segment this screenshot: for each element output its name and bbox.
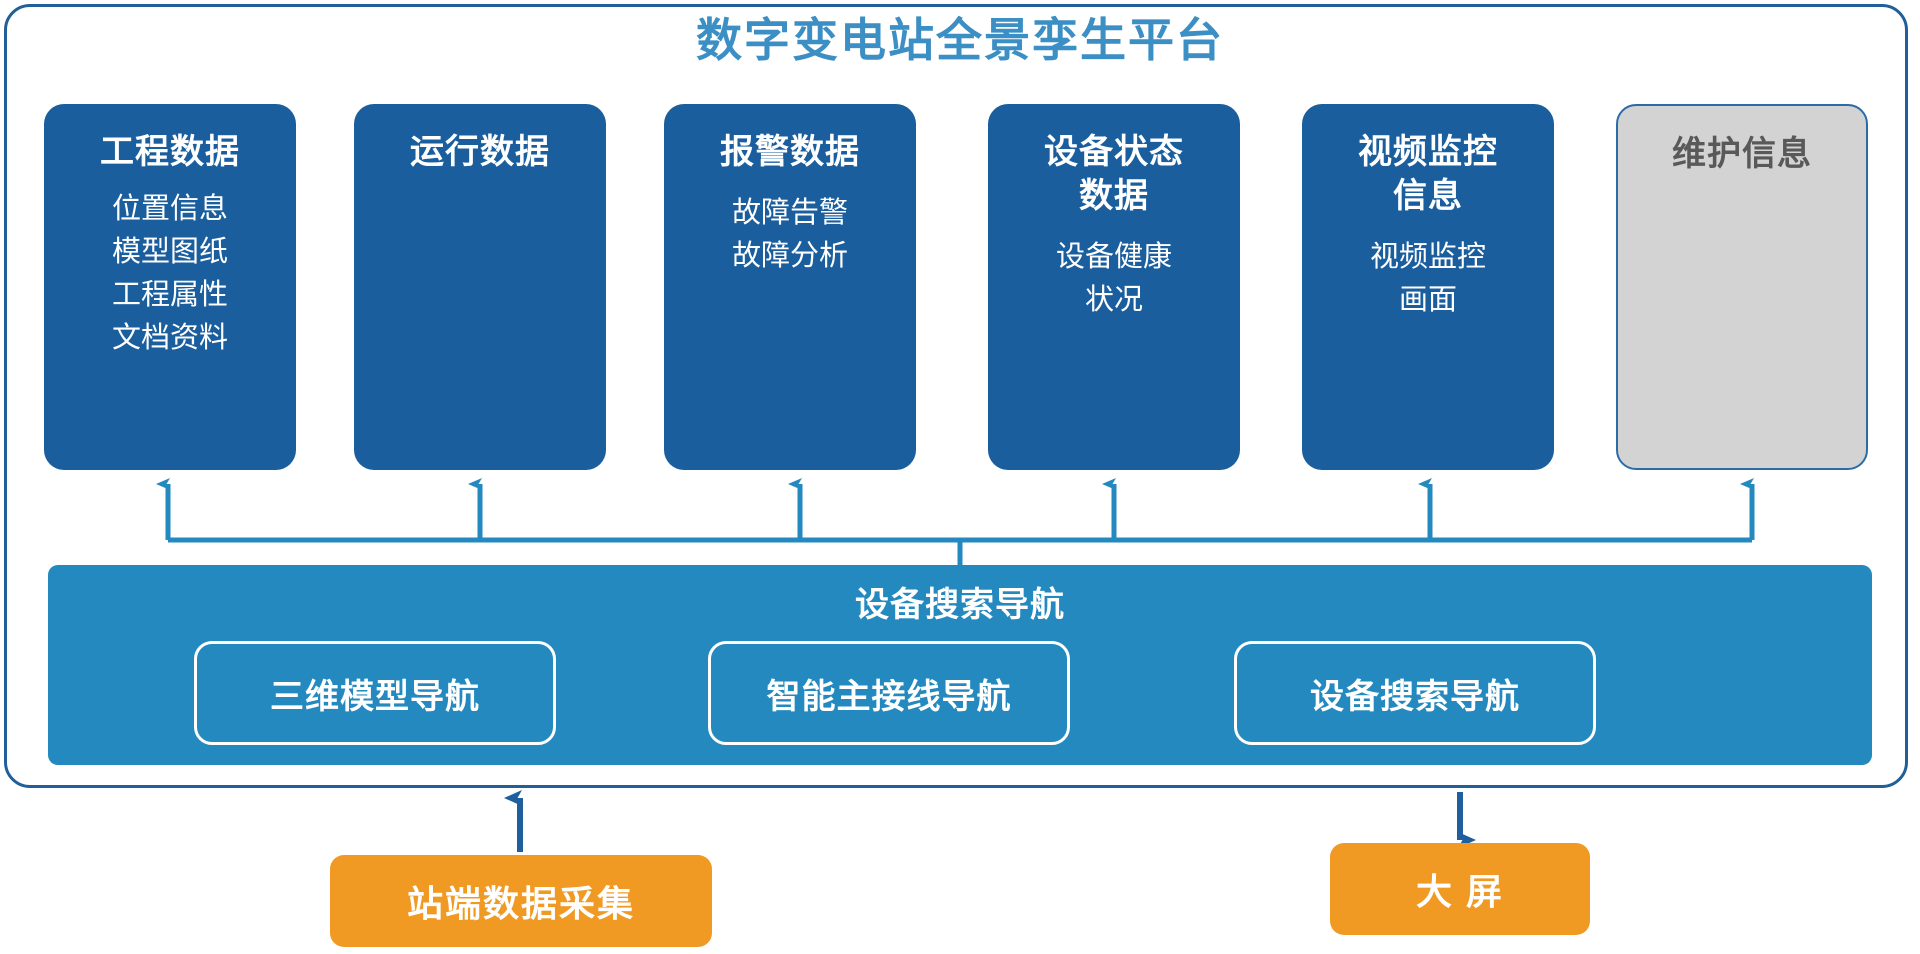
card-item-list: 视频监控 画面 — [1370, 236, 1486, 322]
card-item: 画面 — [1398, 284, 1457, 316]
card-item: 位置信息 — [111, 193, 228, 225]
card-item: 故障告警 — [731, 197, 848, 229]
card-operation-data[interactable]: 运行数据 — [354, 104, 606, 470]
card-alarm-data[interactable]: 报警数据 故障告警 故障分析 — [664, 104, 916, 470]
card-video-surveillance-info[interactable]: 视频监控 信息 视频监控 画面 — [1302, 104, 1554, 470]
card-title: 视频监控 信息 — [1358, 133, 1498, 215]
card-maintenance-info[interactable]: 维护信息 — [1616, 104, 1868, 470]
card-engineering-data[interactable]: 工程数据 位置信息 模型图纸 工程属性 文档资料 — [44, 104, 296, 470]
card-title: 设备状态 数据 — [1044, 133, 1184, 215]
card-item-list: 故障告警 故障分析 — [732, 192, 848, 278]
nav-button-smart-one-line-diagram[interactable]: 智能主接线导航 — [708, 641, 1070, 745]
card-item-list: 设备健康 状况 — [1056, 236, 1172, 322]
card-item: 设备健康 — [1055, 241, 1172, 273]
card-item: 故障分析 — [731, 240, 848, 272]
nav-band-title: 设备搜索导航 — [855, 586, 1065, 624]
device-search-navigation-band: 设备搜索导航 三维模型导航 智能主接线导航 设备搜索导航 — [48, 565, 1872, 765]
card-title: 工程数据 — [100, 133, 240, 171]
nav-button-3d-model[interactable]: 三维模型导航 — [194, 641, 556, 745]
card-item: 模型图纸 — [111, 236, 228, 268]
large-screen-box[interactable]: 大 屏 — [1330, 843, 1590, 935]
card-item: 工程属性 — [111, 279, 228, 311]
card-item: 状况 — [1084, 284, 1143, 316]
page-title: 数字变电站全景孪生平台 — [696, 14, 1224, 66]
card-title: 报警数据 — [720, 133, 860, 171]
card-item-list: 位置信息 模型图纸 工程属性 文档资料 — [112, 188, 228, 360]
card-title: 维护信息 — [1672, 135, 1812, 173]
card-title: 运行数据 — [410, 133, 550, 171]
station-data-acquisition-box[interactable]: 站端数据采集 — [330, 855, 712, 947]
card-item: 视频监控 — [1369, 241, 1486, 273]
card-device-status-data[interactable]: 设备状态 数据 设备健康 状况 — [988, 104, 1240, 470]
card-item: 文档资料 — [111, 322, 228, 354]
data-cards-row: 工程数据 位置信息 模型图纸 工程属性 文档资料 运行数据 报警数据 故障告警 … — [0, 104, 1920, 470]
nav-button-device-search[interactable]: 设备搜索导航 — [1234, 641, 1596, 745]
